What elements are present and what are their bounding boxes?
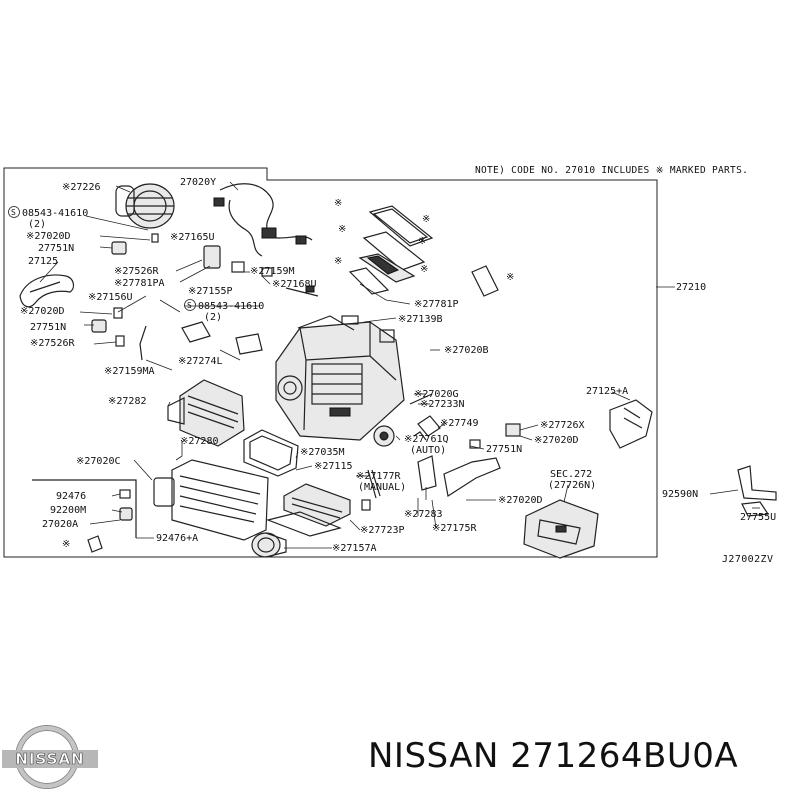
label-27020g: ※27020G <box>414 389 459 400</box>
duct-27125-part <box>19 274 75 308</box>
label-mark-top: ※ <box>334 198 342 209</box>
label-27159ma: ※27159MA <box>104 366 155 377</box>
label-27282: ※27282 <box>108 396 146 407</box>
label-27526r-1: ※27526R <box>114 266 159 277</box>
label-27280: ※27280 <box>180 436 218 447</box>
circle-s-icon <box>8 206 20 218</box>
part-labels: ※27226 27020Y S 08543-41610 (2) ※27020D … <box>8 177 776 565</box>
s-mark-1: S <box>11 208 16 217</box>
label-27165u: ※27165U <box>170 232 215 243</box>
outside-parts <box>737 465 777 517</box>
label-27726x: ※27726X <box>540 420 585 431</box>
label-sec-272: SEC.272 <box>550 469 592 480</box>
label-27020a: 27020A <box>42 519 78 530</box>
label-27139b: ※27139B <box>398 314 443 325</box>
label-08543-a-qty: (2) <box>28 219 46 230</box>
label-27020d-4: ※27020D <box>498 495 543 506</box>
heater-core-part <box>167 379 245 447</box>
motor-27157a-part <box>251 532 287 558</box>
label-27020d-3: ※27020D <box>534 435 579 446</box>
label-mark: ※ <box>62 539 70 550</box>
label-92590n: 92590N <box>662 489 698 500</box>
label-mark-right: ※ <box>506 272 514 283</box>
label-27233n: ※27233N <box>420 399 465 410</box>
label-27020c: ※27020C <box>76 456 121 467</box>
label-92476: 92476 <box>56 491 86 502</box>
label-27274l: ※27274L <box>178 356 223 367</box>
label-27125a: 27125+A <box>586 386 628 397</box>
label-27210: 27210 <box>676 282 706 293</box>
diagram-frame <box>3 167 658 558</box>
clips-left-part <box>91 233 159 361</box>
evaporator-part <box>153 459 269 541</box>
logo-text: NISSAN <box>2 750 98 768</box>
diagram-note: NOTE) CODE NO. 27010 INCLUDES ※ MARKED P… <box>475 165 748 176</box>
label-27751n-2: 27751N <box>30 322 66 333</box>
label-27226: ※27226 <box>62 182 100 193</box>
label-27175r: ※27175R <box>432 523 477 534</box>
leader-lines <box>39 181 760 549</box>
part-number-caption: NISSAN 271264BU0A <box>368 736 739 776</box>
filter-27115-part <box>266 483 351 537</box>
label-27159m: ※27159M <box>250 266 295 277</box>
filter-plates-part <box>348 205 434 295</box>
right-parts <box>361 265 653 511</box>
label-08543-b: 08543-41610 <box>198 301 264 312</box>
circle-s-icon-2 <box>184 299 196 311</box>
label-27035m: ※27035M <box>300 447 345 458</box>
hvac-unit-part <box>275 315 405 441</box>
label-27751n-1: 27751N <box>38 243 74 254</box>
label-27020b: ※27020B <box>444 345 489 356</box>
label-27177r-sub: (MANUAL) <box>358 482 406 493</box>
label-27115: ※27115 <box>314 461 352 472</box>
s-mark-2: S <box>187 301 192 310</box>
label-27157a: ※27157A <box>332 543 377 554</box>
blower-motor-part <box>115 183 175 229</box>
label-27020y: 27020Y <box>180 177 216 188</box>
label-27781pa: ※27781PA <box>114 278 165 289</box>
label-27761q: ※27761Q <box>404 434 449 445</box>
label-mark-top-6: ※ <box>334 256 342 267</box>
label-mark-top-3: ※ <box>418 236 426 247</box>
gasket-part <box>243 429 299 477</box>
label-08543-a: 08543-41610 <box>22 208 88 219</box>
label-27020d-1: ※27020D <box>26 231 71 242</box>
wiring-harness-part <box>213 183 313 257</box>
label-27749: ※27749 <box>440 418 478 429</box>
diagram-code: J27002ZV <box>722 554 773 565</box>
label-mark-top-2: ※ <box>422 214 430 225</box>
nissan-logo: NISSAN <box>2 722 98 798</box>
label-27156u: ※27156U <box>88 292 133 303</box>
label-27761q-sub: (AUTO) <box>410 445 446 456</box>
label-27751n-3: 27751N <box>486 444 522 455</box>
label-sec-272-sub: (27726N) <box>548 480 596 491</box>
control-unit-part <box>523 499 599 559</box>
label-27781p: ※27781P <box>414 299 459 310</box>
bottom-left-parts <box>32 479 137 553</box>
label-92476a: 92476+A <box>156 533 198 544</box>
label-mark-top-4: ※ <box>338 224 346 235</box>
label-27155p: ※27155P <box>188 286 233 297</box>
label-27283: ※27283 <box>404 509 442 520</box>
label-27125: 27125 <box>28 256 58 267</box>
label-mark-top-5: ※ <box>420 264 428 275</box>
label-27755u: 27755U <box>740 512 776 523</box>
label-27177r: ※27177R <box>356 471 401 482</box>
label-27168u: ※27168U <box>272 279 317 290</box>
label-92200m: 92200M <box>50 505 86 516</box>
label-27020d-2: ※27020D <box>20 306 65 317</box>
label-27526r-2: ※27526R <box>30 338 75 349</box>
label-08543-b-qty: (2) <box>204 312 222 323</box>
label-27723p: ※27723P <box>360 525 405 536</box>
